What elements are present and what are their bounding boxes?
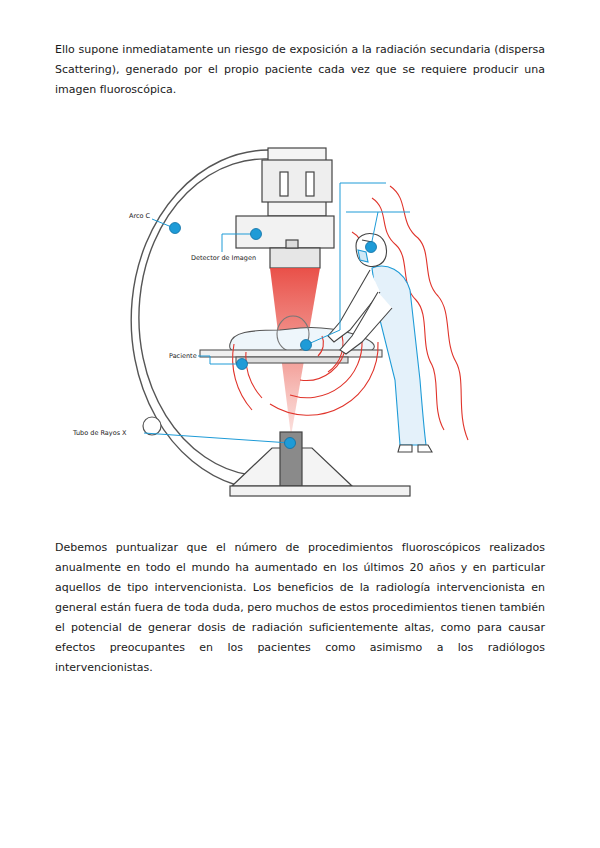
image-detector [236, 216, 334, 248]
table [200, 350, 382, 357]
scatter-radiation [246, 352, 262, 398]
callout-dots [251, 229, 262, 240]
leader-lines [340, 183, 386, 184]
leader-lines [306, 183, 340, 345]
callout-dots [170, 223, 377, 449]
callout-dots [366, 242, 377, 253]
operator [356, 234, 387, 267]
image-detector [280, 172, 288, 196]
c-arm [139, 159, 280, 475]
body-paragraph: Debemos puntualizar que el número de pro… [55, 538, 545, 678]
leader-lines [197, 356, 242, 364]
c-arm [131, 150, 280, 485]
scatter-radiation [233, 344, 252, 410]
xray-tube [280, 432, 302, 486]
part-label: Arco C [128, 212, 151, 220]
image-detector [270, 248, 320, 268]
operator [398, 445, 432, 452]
image-detector [262, 160, 332, 202]
leader-lines [371, 212, 378, 246]
arm-joint [143, 417, 161, 435]
callout-dots [170, 223, 181, 234]
callout-dots [237, 359, 248, 370]
xray-tube [230, 432, 410, 496]
part-label: Detector de Imagen [190, 254, 257, 262]
leader-lines [144, 183, 410, 443]
scatter-radiation [233, 186, 468, 440]
table [200, 350, 382, 363]
operator [358, 250, 368, 262]
operator [328, 234, 432, 453]
part-label: Paciente [168, 352, 198, 360]
xray-tube [230, 486, 410, 496]
scatter-radiation [270, 342, 378, 415]
operator [372, 266, 426, 445]
callout-dots [301, 340, 312, 351]
leader-lines [144, 433, 290, 443]
part-label: Tubo de Rayos X [72, 429, 128, 437]
image-detector [306, 172, 314, 196]
body-paragraph: Ello supone inmediatamente un riesgo de … [55, 40, 545, 100]
callout-dots [285, 438, 296, 449]
operator [340, 292, 392, 354]
table [236, 357, 348, 363]
image-detector [286, 240, 298, 248]
c-arm [131, 150, 268, 485]
image-detector [236, 148, 334, 268]
